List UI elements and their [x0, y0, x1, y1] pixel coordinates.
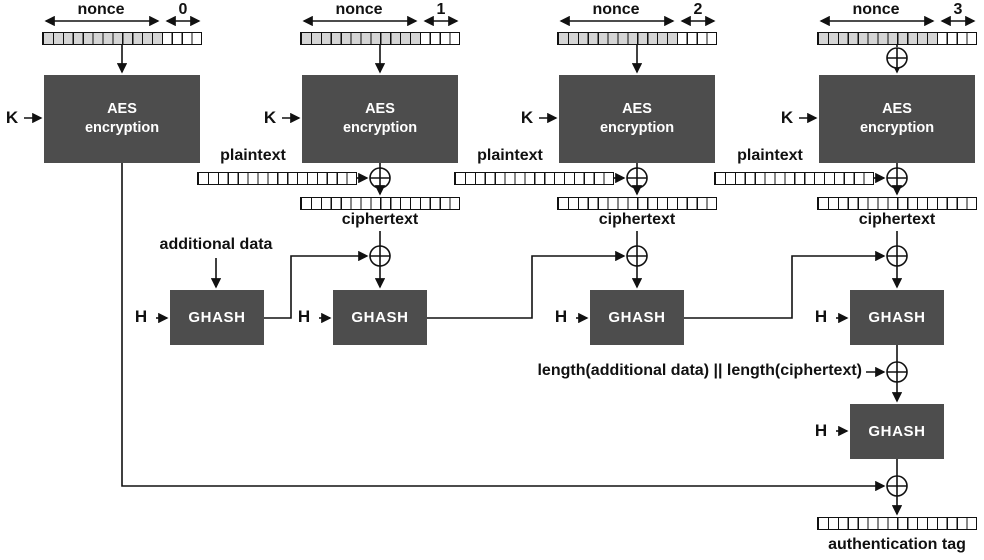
plaintext-label: plaintext — [737, 147, 803, 164]
nonce-counter-bitstring — [557, 32, 717, 45]
nonce-label: nonce — [77, 1, 125, 18]
plaintext-label: plaintext — [220, 147, 286, 164]
aes-label-line1: AES — [882, 101, 912, 117]
counter-label: 1 — [436, 1, 446, 18]
ciphertext-bitstring — [817, 197, 977, 210]
ghash-label: GHASH — [608, 309, 666, 326]
ghash-box: GHASH — [850, 404, 944, 459]
ciphertext-label: ciphertext — [858, 211, 936, 228]
key-label: K — [263, 108, 277, 127]
aes-label-line1: AES — [622, 101, 652, 117]
ghash-label: GHASH — [188, 309, 246, 326]
aes-label-line2: encryption — [859, 120, 935, 136]
plaintext-bitstring — [714, 172, 874, 185]
xor-to-ghash-arrows — [374, 266, 903, 289]
ciphertext-label: ciphertext — [598, 211, 676, 228]
aes-encryption-box: AES encryption — [819, 75, 975, 163]
ghash-box: GHASH — [850, 290, 944, 345]
h-label: H — [554, 307, 568, 326]
h-label: H — [814, 421, 828, 440]
ghash-box: GHASH — [590, 290, 684, 345]
aes-label-line2: encryption — [342, 120, 418, 136]
nonce-counter-bitstring — [300, 32, 460, 45]
ciphertext-label: ciphertext — [341, 211, 419, 228]
counter-label: 0 — [178, 1, 188, 18]
nonce-label: nonce — [852, 1, 900, 18]
xor-icon — [886, 47, 908, 69]
ghash-box: GHASH — [333, 290, 427, 345]
ciphertext-bitstring — [557, 197, 717, 210]
ghash-label: GHASH — [868, 309, 926, 326]
additional-data-label: additional data — [159, 236, 273, 253]
h-label: H — [297, 307, 311, 326]
counter-label: 3 — [953, 1, 963, 18]
length-concat-label: length(additional data) || length(cipher… — [537, 362, 862, 379]
aes-label-line2: encryption — [84, 120, 160, 136]
nonce-label: nonce — [592, 1, 640, 18]
ghash-box: GHASH — [170, 290, 264, 345]
ghash-label: GHASH — [868, 423, 926, 440]
aes-encryption-box: AES encryption — [302, 75, 458, 163]
nonce-counter-bitstring — [42, 32, 202, 45]
key-label: K — [5, 108, 19, 127]
authentication-tag-label: authentication tag — [828, 536, 966, 553]
ciphertext-down-lines — [379, 231, 898, 246]
ghash-label: GHASH — [351, 309, 409, 326]
counter-label: 2 — [693, 1, 703, 18]
nonce-label: nonce — [335, 1, 383, 18]
xor-to-ciphertext-arrows — [374, 185, 903, 196]
plaintext-bitstring — [454, 172, 614, 185]
aes-encryption-box: AES encryption — [44, 75, 200, 163]
authentication-tag-bitstring — [817, 517, 977, 530]
key-label: K — [520, 108, 534, 127]
nonce-counter-bitstring — [817, 32, 977, 45]
ciphertext-bitstring — [300, 197, 460, 210]
plaintext-label: plaintext — [477, 147, 543, 164]
plaintext-bitstring — [197, 172, 357, 185]
h-label: H — [814, 307, 828, 326]
aes-label-line1: AES — [107, 101, 137, 117]
xor-icon — [369, 245, 908, 267]
aes-label-line1: AES — [365, 101, 395, 117]
h-label: H — [134, 307, 148, 326]
key-label: K — [780, 108, 794, 127]
counter-to-aes-arrows — [116, 45, 903, 74]
aes-label-line2: encryption — [599, 120, 675, 136]
aes-encryption-box: AES encryption — [559, 75, 715, 163]
